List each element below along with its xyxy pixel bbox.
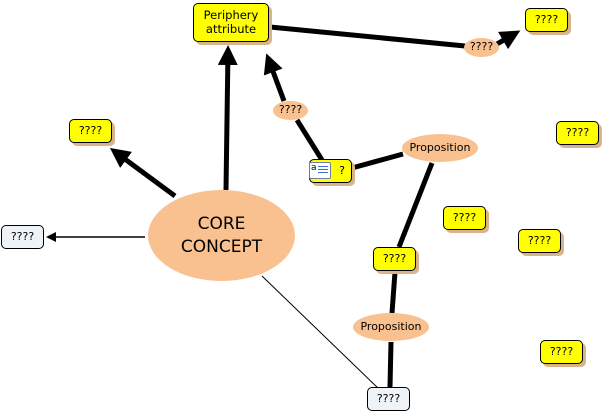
edge-core-to-bottom: [261, 275, 381, 391]
concept-periphery-attribute[interactable]: Periphery attribute: [193, 3, 269, 42]
concept-mid-2[interactable]: ????: [518, 229, 561, 253]
edge-proposition-1-to-mid-3: [396, 162, 435, 248]
concept-top-right[interactable]: ????: [525, 8, 568, 32]
edge-core-to-periphery: [217, 45, 238, 191]
concept-bottom[interactable]: ????: [367, 387, 410, 411]
edge-core-to-left-upper: [109, 148, 177, 199]
edge-mid-3-to-proposition-2: [389, 271, 398, 314]
concept-right-mid[interactable]: ????: [556, 121, 599, 145]
resource-lines: [318, 166, 328, 175]
core-concept[interactable]: CORE CONCEPT: [148, 190, 295, 281]
linking-phrase-top[interactable]: ????: [464, 38, 499, 57]
linking-phrase-proposition-1[interactable]: Proposition: [402, 134, 478, 162]
concept-left-box[interactable]: ????: [1, 225, 44, 249]
linking-phrase-proposition-2[interactable]: Proposition: [353, 313, 429, 341]
concept-mid-1[interactable]: ????: [443, 206, 486, 230]
concept-mid-3[interactable]: ????: [373, 247, 416, 271]
document-text-icon[interactable]: a: [309, 162, 331, 179]
edge-icon-to-lp-mid: [294, 118, 325, 162]
linking-phrase-mid[interactable]: ????: [273, 101, 308, 120]
concept-lower-right[interactable]: ????: [540, 340, 583, 364]
edge-lp-mid-to-periphery: [263, 53, 287, 102]
edge-icon-to-proposition-1: [351, 151, 404, 171]
concept-left-upper[interactable]: ????: [69, 119, 112, 143]
concept-with-resource-label: ?: [339, 163, 345, 177]
edge-lp-top-to-top-right: [495, 30, 521, 50]
edge-proposition-2-to-bottom: [387, 341, 394, 388]
resource-letter: a: [311, 163, 317, 173]
edge-periphery-to-lp-top: [269, 24, 466, 49]
